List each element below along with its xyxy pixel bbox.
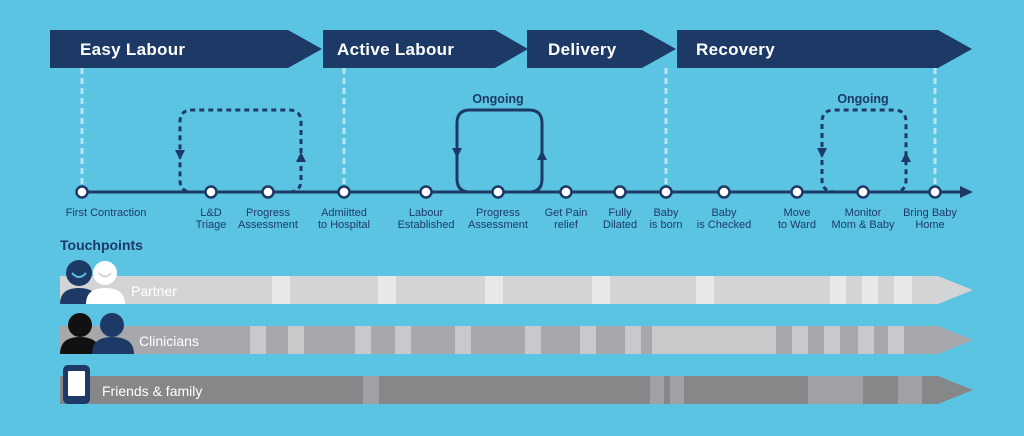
step-label: Progress — [246, 207, 291, 219]
lane-friends-family: Friends & family — [60, 365, 973, 404]
step-label: to Ward — [778, 219, 816, 231]
lane-arrow — [60, 376, 973, 404]
step-marker — [419, 185, 433, 199]
timeline-step: First Contraction — [66, 185, 147, 219]
lane-label: Partner — [131, 283, 177, 299]
step-label: Assessment — [468, 219, 528, 231]
step-label: Baby — [711, 207, 737, 219]
ongoing-label: Ongoing — [837, 92, 888, 106]
step-marker — [928, 185, 942, 199]
step-label: Get Pain — [545, 207, 588, 219]
timeline-arrowhead-icon — [960, 186, 973, 198]
step-label: Home — [915, 219, 944, 231]
phase-delivery: Delivery — [527, 30, 676, 68]
arrow-up-icon — [537, 150, 547, 160]
step-label: Monitor — [845, 207, 882, 219]
ongoing-label: Ongoing — [472, 92, 523, 106]
step-marker — [261, 185, 275, 199]
step-label: Progress — [476, 207, 521, 219]
step-marker — [337, 185, 351, 199]
step-marker — [75, 185, 89, 199]
timeline — [82, 186, 973, 198]
step-marker — [204, 185, 218, 199]
step-label: to Hospital — [318, 219, 370, 231]
step-label: Established — [398, 219, 455, 231]
step-label: L&D — [200, 207, 221, 219]
phase-arrows: Easy Labour Active Labour Delivery Recov… — [50, 30, 972, 68]
step-label: First Contraction — [66, 207, 147, 219]
lane-clinicians: Clinicians — [60, 313, 973, 354]
loop-ongoing-labour: Ongoing — [452, 92, 547, 194]
phase-active-labour: Active Labour — [323, 30, 528, 68]
phase-label: Recovery — [696, 40, 775, 59]
step-label: Triage — [196, 219, 227, 231]
step-label: Dilated — [603, 219, 637, 231]
step-marker — [790, 185, 804, 199]
phase-label: Easy Labour — [80, 40, 185, 59]
step-label: Bring Baby — [903, 207, 957, 219]
lane-partner: Partner — [60, 260, 973, 304]
step-label: relief — [554, 219, 579, 231]
loops: Ongoing Ongoing — [175, 92, 911, 194]
lane-segments — [250, 326, 904, 354]
loop-triage — [175, 108, 306, 194]
phase-easy-labour: Easy Labour — [50, 30, 322, 68]
arrow-down-icon — [452, 148, 462, 158]
step-marker — [659, 185, 673, 199]
step-marker — [856, 185, 870, 199]
arrow-up-icon — [901, 152, 911, 162]
arrow-down-icon — [175, 150, 185, 160]
arrow-down-icon — [817, 148, 827, 158]
phase-label: Delivery — [548, 40, 617, 59]
touchpoints-title: Touchpoints — [60, 237, 143, 253]
step-label: Fully — [608, 207, 632, 219]
step-marker — [613, 185, 627, 199]
partner-icon — [60, 260, 125, 304]
step-marker — [559, 185, 573, 199]
step-label: is born — [649, 219, 682, 231]
arrow-up-icon — [296, 152, 306, 162]
step-label: Baby — [653, 207, 679, 219]
step-label: Assessment — [238, 219, 298, 231]
lane-label: Clinicians — [139, 333, 199, 349]
lane-label: Friends & family — [102, 383, 202, 399]
phase-guides — [80, 68, 937, 186]
phase-recovery: Recovery — [677, 30, 972, 68]
loop-ongoing-recovery: Ongoing — [817, 92, 911, 194]
step-marker — [491, 185, 505, 199]
lane-segments — [272, 276, 912, 304]
step-label: Mom & Baby — [832, 219, 895, 231]
phone-icon — [63, 365, 90, 404]
lane-segments — [363, 376, 922, 404]
phase-label: Active Labour — [337, 40, 454, 59]
step-marker — [717, 185, 731, 199]
step-label: Labour — [409, 207, 444, 219]
step-label: is Checked — [697, 219, 751, 231]
step-label: Admiitted — [321, 207, 367, 219]
clinicians-icon — [60, 313, 134, 354]
step-label: Move — [784, 207, 811, 219]
